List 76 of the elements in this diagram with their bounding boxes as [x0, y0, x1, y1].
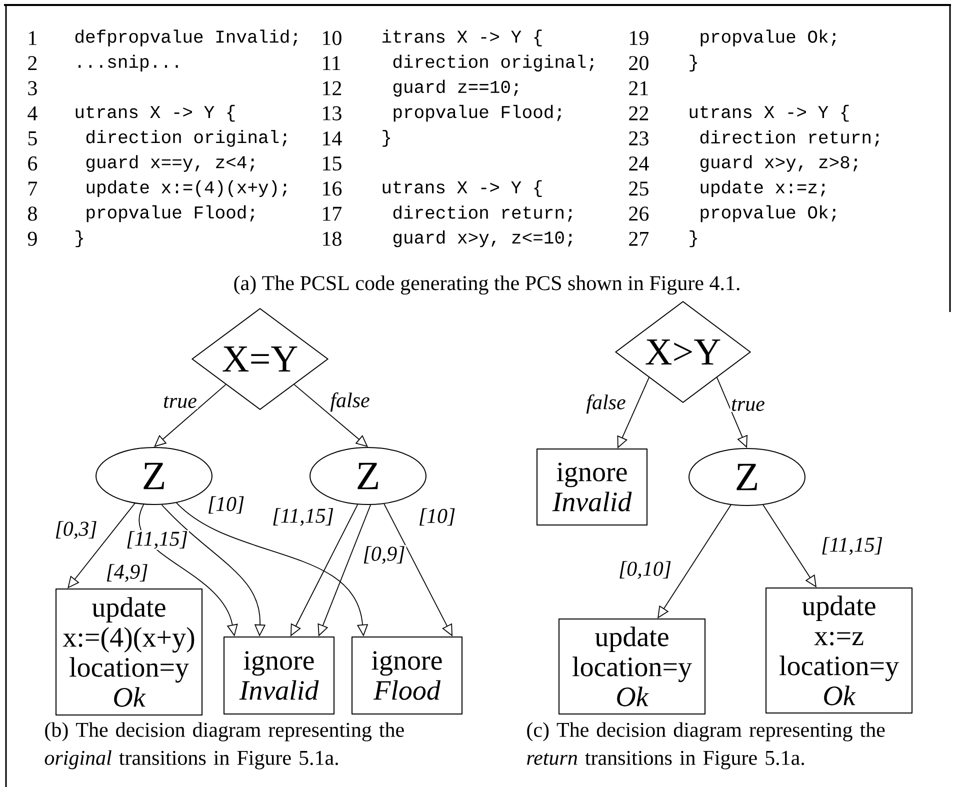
result-box: update x:=(4)(x+y) location=y Ok [56, 588, 202, 716]
code-line: guard x==y, z<4; [86, 155, 254, 172]
subfigure-caption: (a) The PCSL code generating the PCS shown in Figure 4.1. [234, 275, 740, 295]
edge-label: [11,15] [820, 536, 884, 556]
code-line: propvalue Flood; [86, 205, 254, 222]
line-number: 22 [629, 106, 648, 120]
code-line: } [690, 54, 697, 72]
edge-label: [0,10] [617, 560, 673, 580]
line-number: 17 [323, 206, 342, 221]
line-number: 16 [323, 182, 342, 196]
line-number: 3 [28, 81, 37, 96]
line-number: 7 [28, 182, 38, 196]
code-line: guard x>y, z>8; [700, 155, 858, 172]
code-line: propvalue Ok; [700, 205, 836, 222]
code-line: utrans X -> Y { [76, 104, 235, 122]
code-line: } [76, 230, 83, 248]
subfigure-caption: (b) The decision diagram representing the original transitions in Figure 5.1a. [44, 722, 404, 770]
code-line: direction return; [700, 130, 879, 146]
result-box: ignore Invalid [536, 448, 648, 526]
code-line: propvalue Flood; [394, 104, 562, 122]
line-number: 15 [323, 156, 342, 171]
line-number: 23 [629, 131, 648, 146]
line-number: 2 [28, 56, 37, 70]
code-line: guard x>y, z<=10; [393, 230, 572, 248]
line-number: 5 [28, 131, 37, 146]
code-line: update x:=z; [700, 180, 825, 197]
arrow [658, 504, 732, 618]
code-line: } [690, 230, 697, 248]
code-line: update x:=(4)(x+y); [86, 180, 287, 197]
code-line: utrans X -> Y { [690, 104, 849, 122]
line-number: 10 [323, 30, 342, 46]
edge-label: [11,15] [125, 530, 190, 550]
result-box: ignore Invalid [224, 636, 334, 714]
line-number: 14 [323, 131, 342, 146]
edge-label: true [730, 398, 766, 412]
line-number: 21 [629, 81, 648, 96]
arrow [762, 504, 816, 588]
code-line: direction original; [86, 130, 287, 147]
line-number: 20 [629, 56, 648, 70]
line-number: 19 [630, 30, 648, 46]
code-line: ...snip... [78, 54, 178, 72]
line-number: 6 [28, 156, 38, 171]
line-number: 24 [629, 156, 649, 170]
line-number: 11 [323, 56, 340, 70]
line-number: 18 [323, 232, 342, 246]
edge-label: true [162, 394, 198, 410]
line-number: 13 [323, 106, 342, 120]
edge-label: [0,9] [362, 545, 406, 565]
code-line: itrans X -> Y { [382, 30, 542, 46]
edge-label: [10] [417, 507, 457, 527]
code-line: propvalue Ok; [700, 30, 836, 46]
edge-label: [0,3] [54, 520, 98, 540]
edge-label: [11,15] [270, 507, 336, 527]
arrow [154, 384, 226, 447]
arrow [68, 502, 136, 588]
arrow [294, 384, 368, 447]
code-line: defpropvalue Invalid; [75, 30, 298, 46]
line-number: 1 [29, 31, 36, 45]
line-number: 26 [629, 206, 649, 221]
edge-label: [4,9] [104, 563, 150, 583]
line-number: 8 [28, 206, 37, 221]
result-box: update x:=z location=y Ok [766, 588, 912, 714]
edge-label: false [329, 391, 371, 413]
code-line: direction original; [393, 54, 594, 72]
result-box: ignore Flood [352, 636, 462, 714]
line-number: 9 [28, 232, 37, 246]
subfigure-caption: (c) The decision diagram representing the return transitions in Figure 5.1a. [527, 722, 885, 770]
code-line: direction return; [393, 206, 572, 222]
line-number: 25 [629, 182, 648, 196]
line-number: 12 [323, 81, 342, 96]
line-number: 27 [629, 232, 649, 246]
code-line: } [382, 130, 390, 147]
code-line: guard z==10; [393, 80, 518, 97]
line-number: 4 [28, 106, 38, 120]
code-line: utrans X -> Y { [382, 180, 542, 197]
result-box: update location=y Ok [558, 618, 706, 714]
